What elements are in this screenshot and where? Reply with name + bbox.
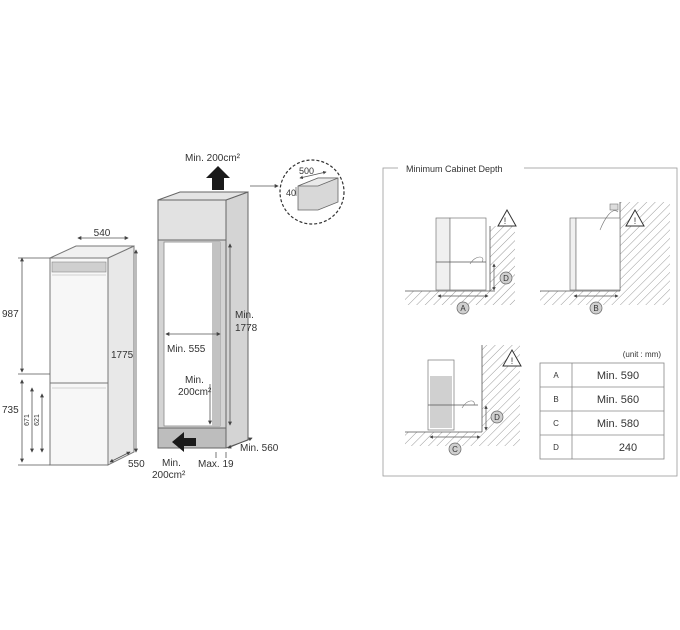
fridge-depth-label: 550: [128, 459, 145, 470]
diagram-a: !: [405, 208, 517, 305]
fridge-dimension-lines: [18, 236, 138, 466]
max-gap-label: Max. 19: [198, 459, 234, 470]
detail-b-label: 40: [286, 188, 296, 198]
unit-label: (unit : mm): [623, 350, 662, 359]
fridge-lower-height-label: 735: [2, 405, 19, 416]
warning-icon: [625, 208, 645, 227]
depth-table: [539, 362, 665, 460]
warning-mark: !: [634, 216, 637, 226]
marker-d-label: D: [503, 274, 509, 283]
cabinet-dimension-lines: [165, 184, 279, 458]
inner-height-prefix: Min.: [235, 310, 254, 321]
top-vent-label: Min. 200cm²: [185, 153, 241, 164]
table-key-d: D: [553, 443, 559, 452]
table-key-c: C: [553, 419, 559, 428]
fridge-lower-b-label: 621: [34, 414, 41, 426]
bottom-vent-label: 200cm²: [152, 470, 186, 481]
bottom-vent-arrow-icon: [172, 432, 196, 452]
detail-a-label: 500: [299, 166, 314, 176]
inner-height-label: 1778: [235, 323, 258, 334]
inner-vent-label: 200cm²: [178, 387, 212, 398]
diagram-c: !: [405, 345, 522, 446]
fridge-drawing: [49, 245, 135, 466]
inner-width-label: Min. 555: [167, 344, 206, 355]
table-value-d: 240: [619, 442, 637, 454]
top-vent-arrow-icon: [206, 166, 230, 190]
bottom-vent-prefix: Min.: [162, 458, 181, 469]
marker-c-label: C: [452, 445, 458, 454]
marker-d2-label: D: [494, 413, 500, 422]
marker-a-label: A: [460, 304, 466, 313]
depth-section-frame: [382, 167, 678, 477]
depth-section-title: Minimum Cabinet Depth: [406, 164, 503, 174]
cabinet-depth-label: Min. 560: [240, 443, 279, 454]
table-value-b: Min. 560: [597, 394, 639, 406]
fridge-lower-a-label: 671: [24, 414, 31, 426]
warning-mark: !: [511, 356, 514, 366]
warning-mark: !: [504, 216, 507, 226]
vent-arrows: [172, 166, 230, 452]
fridge-total-height-label: 1775: [111, 350, 134, 361]
warning-icon: [497, 208, 517, 227]
diagram-b: !: [540, 202, 670, 305]
top-detail-callout: [279, 159, 345, 225]
fridge-width-label: 540: [94, 228, 111, 239]
fridge-upper-height-label: 987: [2, 309, 19, 320]
table-key-b: B: [553, 395, 558, 404]
table-value-c: Min. 580: [597, 418, 639, 430]
marker-b-label: B: [593, 304, 598, 313]
table-value-a: Min. 590: [597, 370, 639, 382]
inner-vent-prefix: Min.: [185, 375, 204, 386]
warning-icon: [502, 348, 522, 367]
table-key-a: A: [553, 371, 559, 380]
